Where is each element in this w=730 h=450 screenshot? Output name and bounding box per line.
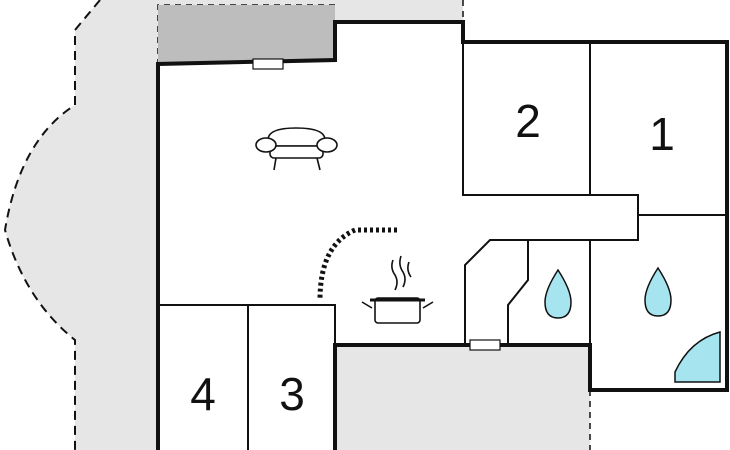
water-drop-icon bbox=[644, 266, 672, 317]
water-drop-icon bbox=[544, 268, 572, 319]
interior-wall-bath bbox=[507, 240, 529, 345]
room-label-4: 4 bbox=[190, 368, 216, 420]
room-label-2: 2 bbox=[515, 95, 541, 147]
shower-tray-icon bbox=[674, 331, 721, 383]
window-bottom bbox=[469, 339, 501, 351]
terrace-area bbox=[5, 0, 463, 450]
room-label-3: 3 bbox=[279, 368, 305, 420]
sofa-icon bbox=[255, 127, 338, 171]
exterior-wall bbox=[156, 20, 729, 450]
window-top bbox=[252, 58, 284, 70]
cooking-pot-icon bbox=[361, 255, 434, 324]
balcony-area bbox=[158, 5, 335, 65]
interior-wall-bedrooms bbox=[462, 42, 727, 216]
interior-wall-bedrooms-lower bbox=[158, 304, 336, 450]
terrace-outline bbox=[3, 0, 101, 450]
interior-wall-corridor bbox=[464, 215, 639, 390]
room-label-1: 1 bbox=[649, 108, 675, 160]
patio-area bbox=[335, 345, 590, 450]
kitchen-counter-outline bbox=[317, 227, 397, 301]
